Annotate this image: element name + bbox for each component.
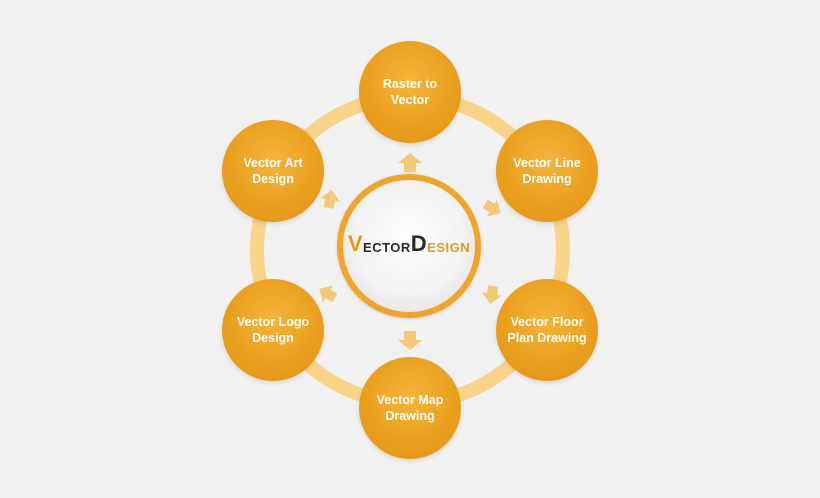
node-label: Vector Line Drawing bbox=[513, 156, 581, 186]
node-vector-art-design: Vector Art Design bbox=[222, 120, 324, 222]
node-vector-floor-plan-drawing: Vector Floor Plan Drawing bbox=[496, 279, 598, 381]
center-logo-inner: V ECTOR D ESIGN bbox=[343, 180, 475, 312]
node-label: Vector Map Drawing bbox=[376, 393, 444, 423]
arrow-left-icon bbox=[319, 285, 338, 303]
arrow-down-icon bbox=[398, 331, 422, 350]
node-label: Vector Floor Plan Drawing bbox=[507, 315, 587, 345]
arrow-up-icon bbox=[320, 190, 340, 209]
node-vector-line-drawing: Vector Line Drawing bbox=[496, 120, 598, 222]
vector-design-logo: V ECTOR D ESIGN bbox=[348, 233, 470, 255]
logo-letter-v: V bbox=[347, 231, 364, 256]
arrows bbox=[319, 153, 502, 350]
arrow-right-icon bbox=[482, 199, 501, 217]
logo-text-esign: ESIGN bbox=[427, 240, 471, 255]
node-label: Vector Art Design bbox=[243, 156, 303, 186]
node-vector-logo-design: Vector Logo Design bbox=[222, 279, 324, 381]
logo-text-ector: ECTOR bbox=[363, 240, 411, 255]
node-vector-map-drawing: Vector Map Drawing bbox=[359, 357, 461, 459]
node-label: Raster to Vector bbox=[382, 77, 438, 107]
arrow-down-icon bbox=[482, 285, 502, 304]
logo-letter-d: D bbox=[410, 231, 428, 256]
node-label: Vector Logo Design bbox=[236, 315, 310, 345]
node-raster-to-vector: Raster to Vector bbox=[359, 41, 461, 143]
center-logo-circle: V ECTOR D ESIGN bbox=[337, 174, 481, 318]
arrow-up-icon bbox=[398, 153, 422, 172]
